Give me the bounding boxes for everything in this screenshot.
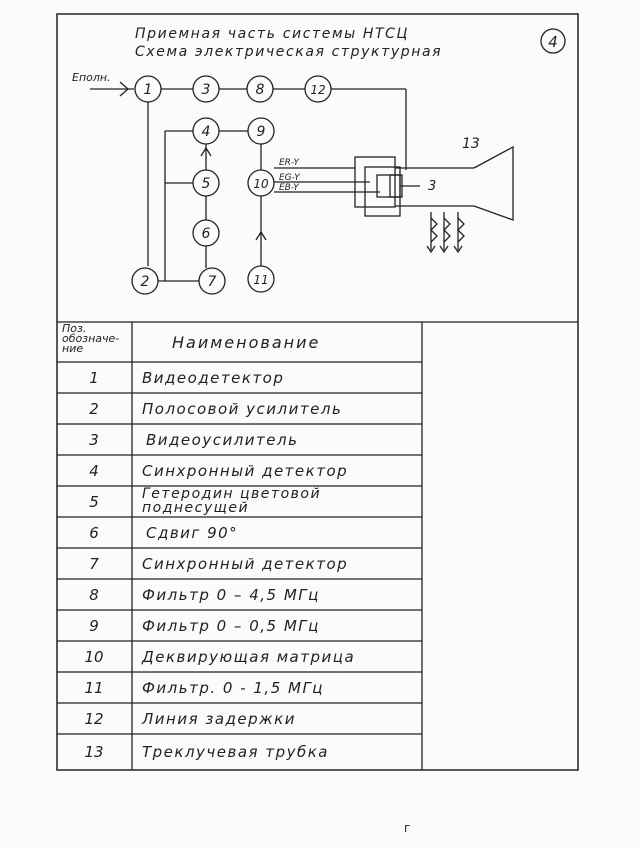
scan-mark: г [404, 821, 410, 835]
row-8-pos: 8 [89, 586, 99, 604]
node-1 [134, 75, 162, 103]
row-3-pos: 3 [89, 431, 99, 449]
diagram-title-1: Приемная часть системы НТСЦ [135, 26, 409, 42]
node-5 [192, 169, 220, 197]
row-8-name: Фильтр 0 – 4,5 МГц [142, 586, 320, 604]
row-10-name: Деквирующая матрица [142, 648, 356, 666]
node-label-5: 5 [202, 176, 211, 192]
tube-label: 13 [462, 136, 480, 152]
node-7 [198, 267, 226, 295]
signal-label-r: ER-Y [279, 158, 301, 168]
tube-13 [354, 145, 514, 221]
row-6-name: Сдвиг 90° [146, 524, 239, 542]
table-header-name: Наименование [172, 333, 321, 352]
tube-inner-label: 3 [428, 179, 436, 194]
row-11-name: Фильтр. 0 - 1,5 МГц [142, 679, 325, 697]
signal-label-b: EB-Y [279, 183, 300, 193]
node-11 [247, 265, 275, 293]
row-2-name: Полосовой усилитель [142, 400, 343, 418]
deflection-symbols [426, 212, 465, 254]
block-node-labels: 1 3 8 12 4 9 5 10 6 2 7 11 [141, 82, 326, 290]
node-8 [246, 75, 274, 103]
sheet-number: 4 [548, 33, 558, 51]
row-3-name: Видеоусилитель [146, 431, 299, 449]
row-9-name: Фильтр 0 – 0,5 МГц [142, 617, 320, 635]
node-label-3: 3 [202, 82, 211, 98]
node-label-1: 1 [144, 82, 153, 98]
row-2-pos: 2 [89, 400, 99, 418]
row-11-pos: 11 [84, 679, 104, 697]
block-nodes [131, 75, 332, 295]
node-label-9: 9 [257, 124, 266, 140]
row-6-pos: 6 [89, 524, 99, 542]
row-7-name: Синхронный детектор [142, 555, 349, 573]
node-2 [131, 267, 159, 295]
signal-label-g: EG-Y [279, 173, 301, 183]
parts-table-grid [57, 322, 423, 770]
signal-wires [147, 88, 407, 282]
row-12-pos: 12 [84, 710, 104, 728]
node-label-12: 12 [310, 83, 325, 97]
row-1-pos: 1 [89, 369, 99, 387]
frame-border [56, 13, 579, 771]
flow-arrows [200, 146, 267, 241]
node-label-2: 2 [141, 274, 150, 290]
node-label-10: 10 [253, 177, 269, 191]
row-1-name: Видеодетектор [142, 369, 285, 387]
node-4 [192, 117, 220, 145]
node-label-7: 7 [208, 274, 217, 290]
node-10 [247, 169, 275, 197]
row-9-pos: 9 [89, 617, 99, 635]
node-label-6: 6 [202, 226, 211, 242]
node-label-4: 4 [202, 124, 211, 140]
node-6 [192, 219, 220, 247]
row-12-name: Линия задержки [142, 710, 296, 728]
input-arrow [90, 81, 134, 97]
node-12 [304, 75, 332, 103]
sheet-number-circle [540, 28, 566, 54]
row-13-pos: 13 [84, 743, 104, 761]
node-9 [247, 117, 275, 145]
input-label: Eполн. [72, 71, 111, 84]
row-4-pos: 4 [89, 462, 99, 480]
row-10-pos: 10 [84, 648, 104, 666]
node-label-8: 8 [256, 82, 265, 98]
row-5-name-line2: поднесущей [142, 500, 250, 516]
row-5-name: Гетеродин цветовой [142, 486, 322, 502]
node-label-11: 11 [253, 273, 268, 287]
row-4-name: Синхронный детектор [142, 462, 349, 480]
diagram-title-2: Схема электрическая структурная [135, 44, 442, 60]
node-3 [192, 75, 220, 103]
table-header-pos: Поз. обозначе- ние [62, 322, 120, 355]
row-5-pos: 5 [89, 493, 99, 511]
row-13-name: Треклучевая трубка [142, 743, 329, 761]
row-7-pos: 7 [89, 555, 99, 573]
